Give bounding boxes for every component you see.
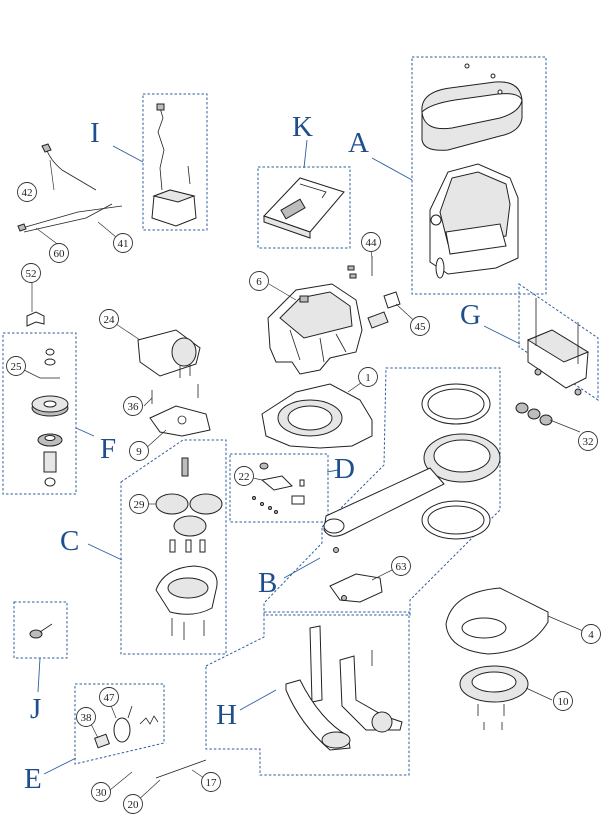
- part-motor-24: [137, 329, 201, 378]
- group-label-g: G: [460, 299, 481, 331]
- svg-text:25: 25: [11, 361, 23, 373]
- part-release-e: [94, 705, 159, 749]
- callout-9: 9: [129, 441, 149, 461]
- group-box-e: [74, 683, 165, 765]
- part-frame-h: [285, 625, 403, 751]
- group-box-c: [120, 439, 227, 655]
- group-label-e: E: [24, 763, 42, 795]
- group-label-d: D: [334, 453, 355, 485]
- svg-text:20: 20: [128, 799, 140, 811]
- group-label-f: F: [100, 433, 116, 465]
- group-letters: A B C D E F G H I J K: [24, 111, 481, 795]
- svg-text:36: 36: [128, 401, 140, 413]
- callout-44: 44: [361, 232, 381, 252]
- svg-text:52: 52: [26, 268, 37, 280]
- svg-text:32: 32: [583, 436, 594, 448]
- callout-52: 52: [21, 263, 41, 283]
- svg-text:6: 6: [256, 276, 262, 288]
- svg-text:29: 29: [134, 499, 146, 511]
- part-wire-harness: [151, 103, 197, 227]
- callout-25: 25: [6, 356, 26, 376]
- group-label-j: J: [30, 693, 41, 725]
- callout-36: 36: [123, 396, 143, 416]
- callout-45: 45: [410, 316, 430, 336]
- part-screw-44: [347, 256, 373, 279]
- part-plate-9: [149, 405, 211, 437]
- callout-47: 47: [99, 687, 119, 707]
- part-screws-36: [151, 384, 199, 404]
- group-label-i: I: [90, 117, 100, 149]
- part-key-j: [29, 623, 53, 639]
- callout-29: 29: [129, 494, 149, 514]
- group-box-d: [229, 453, 329, 523]
- svg-text:45: 45: [415, 321, 427, 333]
- callout-10: 10: [553, 691, 573, 711]
- part-upper-chassis: [267, 283, 363, 375]
- part-arm-b: [323, 383, 501, 540]
- part-switch-parts-d: [252, 462, 305, 514]
- svg-text:47: 47: [104, 692, 116, 704]
- callout-4: 4: [581, 624, 601, 644]
- part-bracket-63: [329, 547, 383, 603]
- svg-text:17: 17: [206, 777, 218, 789]
- part-gear-stack-f: [31, 348, 69, 487]
- part-encoder-disc-4: [445, 587, 549, 655]
- callout-42: 42: [17, 182, 37, 202]
- callout-24: 24: [99, 309, 119, 329]
- group-label-h: H: [216, 699, 237, 731]
- group-boxes: [2, 56, 599, 776]
- part-cable-60: [17, 205, 123, 232]
- svg-text:9: 9: [136, 446, 142, 458]
- group-box-g: [518, 283, 599, 401]
- group-box-a: [411, 56, 547, 295]
- svg-text:4: 4: [588, 629, 594, 641]
- callout-22: 22: [234, 466, 254, 486]
- part-clip-52: [26, 311, 45, 327]
- svg-text:1: 1: [365, 372, 371, 384]
- group-label-c: C: [60, 525, 79, 557]
- part-control-board: [263, 177, 345, 239]
- callout-30: 30: [91, 782, 111, 802]
- part-gearbox-c: [155, 457, 223, 640]
- part-base-1: [261, 383, 373, 449]
- svg-text:42: 42: [22, 187, 33, 199]
- part-cable-41: [23, 203, 113, 233]
- callout-60: 60: [49, 243, 69, 263]
- svg-text:22: 22: [239, 471, 250, 483]
- svg-text:44: 44: [366, 237, 378, 249]
- group-label-a: A: [348, 127, 369, 159]
- part-pin-17: [155, 759, 207, 779]
- group-box-j: [13, 601, 68, 659]
- svg-text:38: 38: [81, 712, 93, 724]
- group-box-f: [2, 332, 77, 495]
- callout-41: 41: [113, 233, 133, 253]
- group-label-k: K: [292, 111, 313, 143]
- part-terminal-45: [367, 291, 401, 329]
- callout-1: 1: [358, 367, 378, 387]
- svg-text:24: 24: [104, 314, 116, 326]
- group-box-i: [142, 93, 208, 231]
- part-housing-base: [429, 163, 519, 279]
- svg-text:63: 63: [396, 561, 408, 573]
- part-cover-top: [421, 63, 523, 151]
- svg-text:30: 30: [96, 787, 108, 799]
- callout-32: 32: [578, 431, 598, 451]
- part-bushings-32: [515, 402, 553, 426]
- part-bracket-g: [526, 298, 590, 396]
- group-label-b: B: [258, 567, 277, 599]
- part-cable-42: [41, 143, 97, 191]
- callout-38: 38: [76, 707, 96, 727]
- callout-17: 17: [201, 772, 221, 792]
- callout-6: 6: [249, 271, 269, 291]
- part-disc-10: [459, 665, 529, 730]
- number-callouts: 1 4 6 9 10 17 20 22 24 25 29 30 32 36 38…: [6, 182, 601, 814]
- group-box-h: [205, 611, 410, 776]
- group-box-b: [263, 367, 501, 616]
- svg-text:41: 41: [118, 238, 129, 250]
- callout-63: 63: [391, 556, 411, 576]
- callout-20: 20: [123, 794, 143, 814]
- svg-text:10: 10: [558, 696, 570, 708]
- svg-text:60: 60: [54, 248, 66, 260]
